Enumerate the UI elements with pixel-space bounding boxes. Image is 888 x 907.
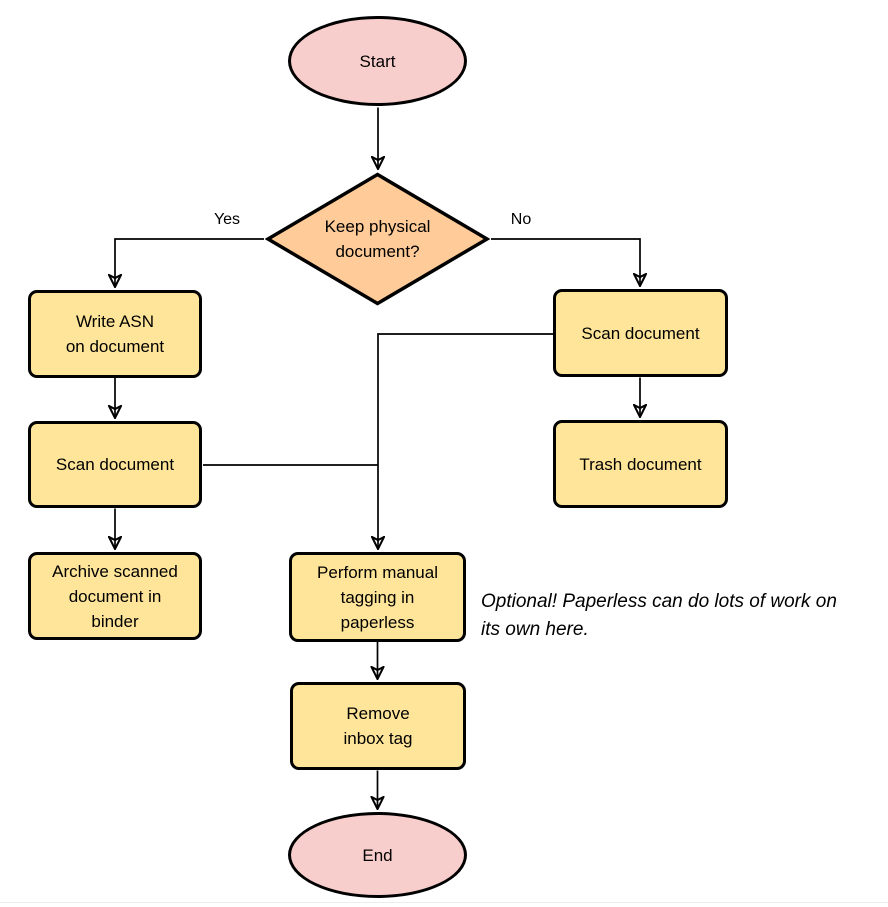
node-perform-manual-tagging: Perform manual tagging in paperless <box>289 552 466 642</box>
edge-label-no: No <box>510 211 532 228</box>
node-decision-keep-physical-document: Keep physical document? <box>265 172 490 306</box>
node-write-asn-on-document: Write ASN on document <box>28 290 202 378</box>
node-archive-label: Archive scanned document in binder <box>52 561 178 631</box>
node-write-asn-label: Write ASN on document <box>65 312 165 356</box>
optional-note: Optional! Paperless can do lots of work … <box>481 591 837 640</box>
node-trash-document: Trash document <box>553 420 728 508</box>
node-end-label: End <box>362 845 393 865</box>
edge-label-yes: Yes <box>213 211 241 228</box>
node-start-label: Start <box>359 51 396 71</box>
node-remove-inbox-tag: Remove inbox tag <box>290 682 466 770</box>
node-scan-right-label: Scan document <box>581 323 700 343</box>
node-scan-document-left: Scan document <box>28 421 202 508</box>
node-archive-scanned-document: Archive scanned document in binder <box>28 552 202 640</box>
node-trash-label: Trash document <box>579 454 702 474</box>
bottom-divider <box>0 902 888 903</box>
edge-decision-no-to-scan-right <box>491 238 640 286</box>
node-start: Start <box>288 16 467 106</box>
diamond-polygon <box>265 172 490 306</box>
edge-scan-right-to-tagging <box>378 333 553 549</box>
edge-decision-yes-to-write-asn <box>115 238 264 287</box>
diamond-shape <box>265 172 490 306</box>
node-end: End <box>288 812 467 898</box>
node-scan-left-label: Scan document <box>55 455 175 474</box>
node-scan-document-right: Scan document <box>553 289 728 377</box>
node-tagging-label: Perform manual tagging in paperless <box>317 562 438 632</box>
node-remove-inbox-label: Remove inbox tag <box>343 704 413 748</box>
